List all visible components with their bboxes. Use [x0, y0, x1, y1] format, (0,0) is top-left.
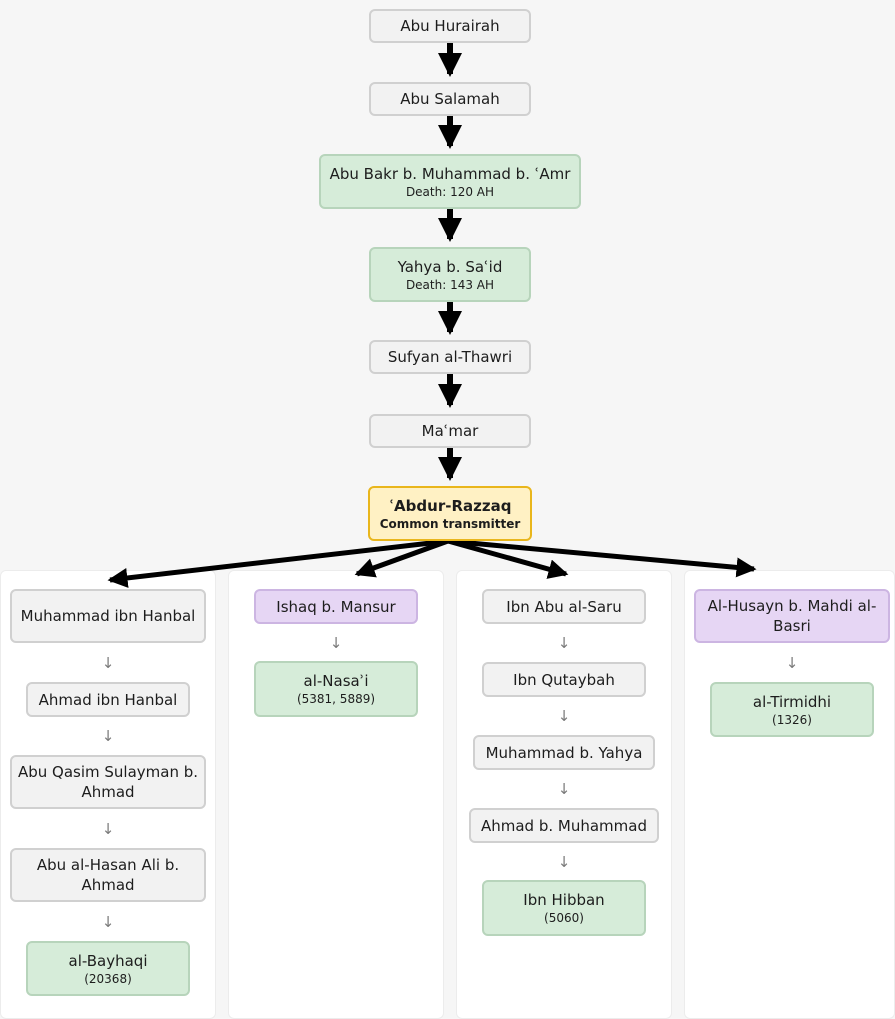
narrator-node-mamar[interactable]: Maʿmar	[369, 414, 531, 448]
collector-name: al-Nasaʾi	[303, 672, 369, 690]
collector-node-bayhaqi[interactable]: al-Bayhaqi (20368)	[26, 941, 190, 996]
narrator-death: Death: 120 AH	[405, 184, 495, 199]
narrator-name: Abu Bakr b. Muhammad b. ʿAmr	[329, 164, 571, 183]
narrator-name: Abu Salamah	[400, 90, 500, 108]
branch3-node-1[interactable]: Ibn Abu al-Saru	[482, 589, 646, 624]
narrator-name: Ibn Qutaybah	[513, 670, 615, 689]
branch1-node-4[interactable]: Abu al-Hasan Ali b. Ahmad	[10, 848, 206, 902]
arrow-down-icon: ↓	[557, 780, 571, 798]
branch-panel-2	[228, 570, 444, 1019]
collector-node-tirmidhi[interactable]: al-Tirmidhi (1326)	[710, 682, 874, 737]
branch1-node-3[interactable]: Abu Qasim Sulayman b. Ahmad	[10, 755, 206, 809]
narrator-node-abu-hurairah[interactable]: Abu Hurairah	[369, 9, 531, 43]
collector-name: Ibn Hibban	[523, 891, 605, 909]
collector-node-nasai[interactable]: al-Nasaʾi (5381, 5889)	[254, 661, 418, 717]
narrator-name: Yahya b. Saʿid	[397, 257, 503, 276]
arrow-branch-4	[447, 538, 757, 578]
arrow-down-icon: ↓	[101, 727, 115, 745]
branch2-node-1[interactable]: Ishaq b. Mansur	[254, 589, 418, 624]
narrator-name: Muhammad b. Yahya	[485, 743, 643, 762]
narrator-node-abu-bakr[interactable]: Abu Bakr b. Muhammad b. ʿAmr Death: 120 …	[319, 154, 581, 209]
collector-name: al-Tirmidhi	[752, 692, 832, 711]
narrator-name: Ahmad ibn Hanbal	[38, 690, 178, 709]
narrator-node-abu-salamah[interactable]: Abu Salamah	[369, 82, 531, 116]
narrator-node-sufyan[interactable]: Sufyan al-Thawri	[369, 340, 531, 374]
common-transmitter-node[interactable]: ʿAbdur-Razzaq Common transmitter	[368, 486, 532, 541]
branch3-node-4[interactable]: Ahmad b. Muhammad	[469, 808, 659, 843]
collector-reference: (1326)	[772, 712, 812, 727]
narrator-name: Abu Hurairah	[400, 17, 500, 35]
branch3-node-2[interactable]: Ibn Qutaybah	[482, 662, 646, 697]
branch4-node-1[interactable]: Al-Husayn b. Mahdi al-Basri	[694, 589, 890, 643]
arrow-down-icon: ↓	[101, 820, 115, 838]
narrator-name: Ibn Abu al-Saru	[506, 597, 622, 616]
narrator-node-yahya[interactable]: Yahya b. Saʿid Death: 143 AH	[369, 247, 531, 302]
narrator-name: Ishaq b. Mansur	[276, 597, 396, 616]
collector-reference: (5060)	[544, 911, 584, 925]
collector-node-ibn-hibban[interactable]: Ibn Hibban (5060)	[482, 880, 646, 936]
arrow-down-icon: ↓	[785, 654, 799, 672]
branch3-node-3[interactable]: Muhammad b. Yahya	[473, 735, 655, 770]
collector-reference: (5381, 5889)	[296, 692, 376, 706]
arrow-down-icon: ↓	[329, 634, 343, 652]
narrator-name: Ahmad b. Muhammad	[480, 816, 647, 835]
narrator-name: Sufyan al-Thawri	[387, 348, 513, 366]
common-transmitter-name: ʿAbdur-Razzaq	[388, 496, 512, 515]
narrator-name: Abu al-Hasan Ali b. Ahmad	[36, 856, 180, 894]
arrow-down-icon: ↓	[557, 853, 571, 871]
arrow-down-icon: ↓	[557, 707, 571, 725]
branch-panel-4	[684, 570, 895, 1019]
narrator-name: Abu Qasim Sulayman b. Ahmad	[17, 763, 199, 801]
arrow-down-icon: ↓	[101, 654, 115, 672]
branch1-node-2[interactable]: Ahmad ibn Hanbal	[26, 682, 190, 717]
narrator-name: Maʿmar	[421, 422, 479, 440]
common-transmitter-label: Common transmitter	[379, 516, 521, 531]
narrator-name: Muhammad ibn Hanbal	[20, 607, 196, 625]
arrow-down-icon: ↓	[557, 634, 571, 652]
collector-reference: (20368)	[84, 971, 132, 986]
collector-name: al-Bayhaqi	[68, 951, 148, 970]
narrator-death: Death: 143 AH	[405, 277, 495, 292]
arrow-down-icon: ↓	[101, 913, 115, 931]
narrator-name: Al-Husayn b. Mahdi al-Basri	[707, 597, 877, 635]
branch1-node-1[interactable]: Muhammad ibn Hanbal	[10, 589, 206, 643]
